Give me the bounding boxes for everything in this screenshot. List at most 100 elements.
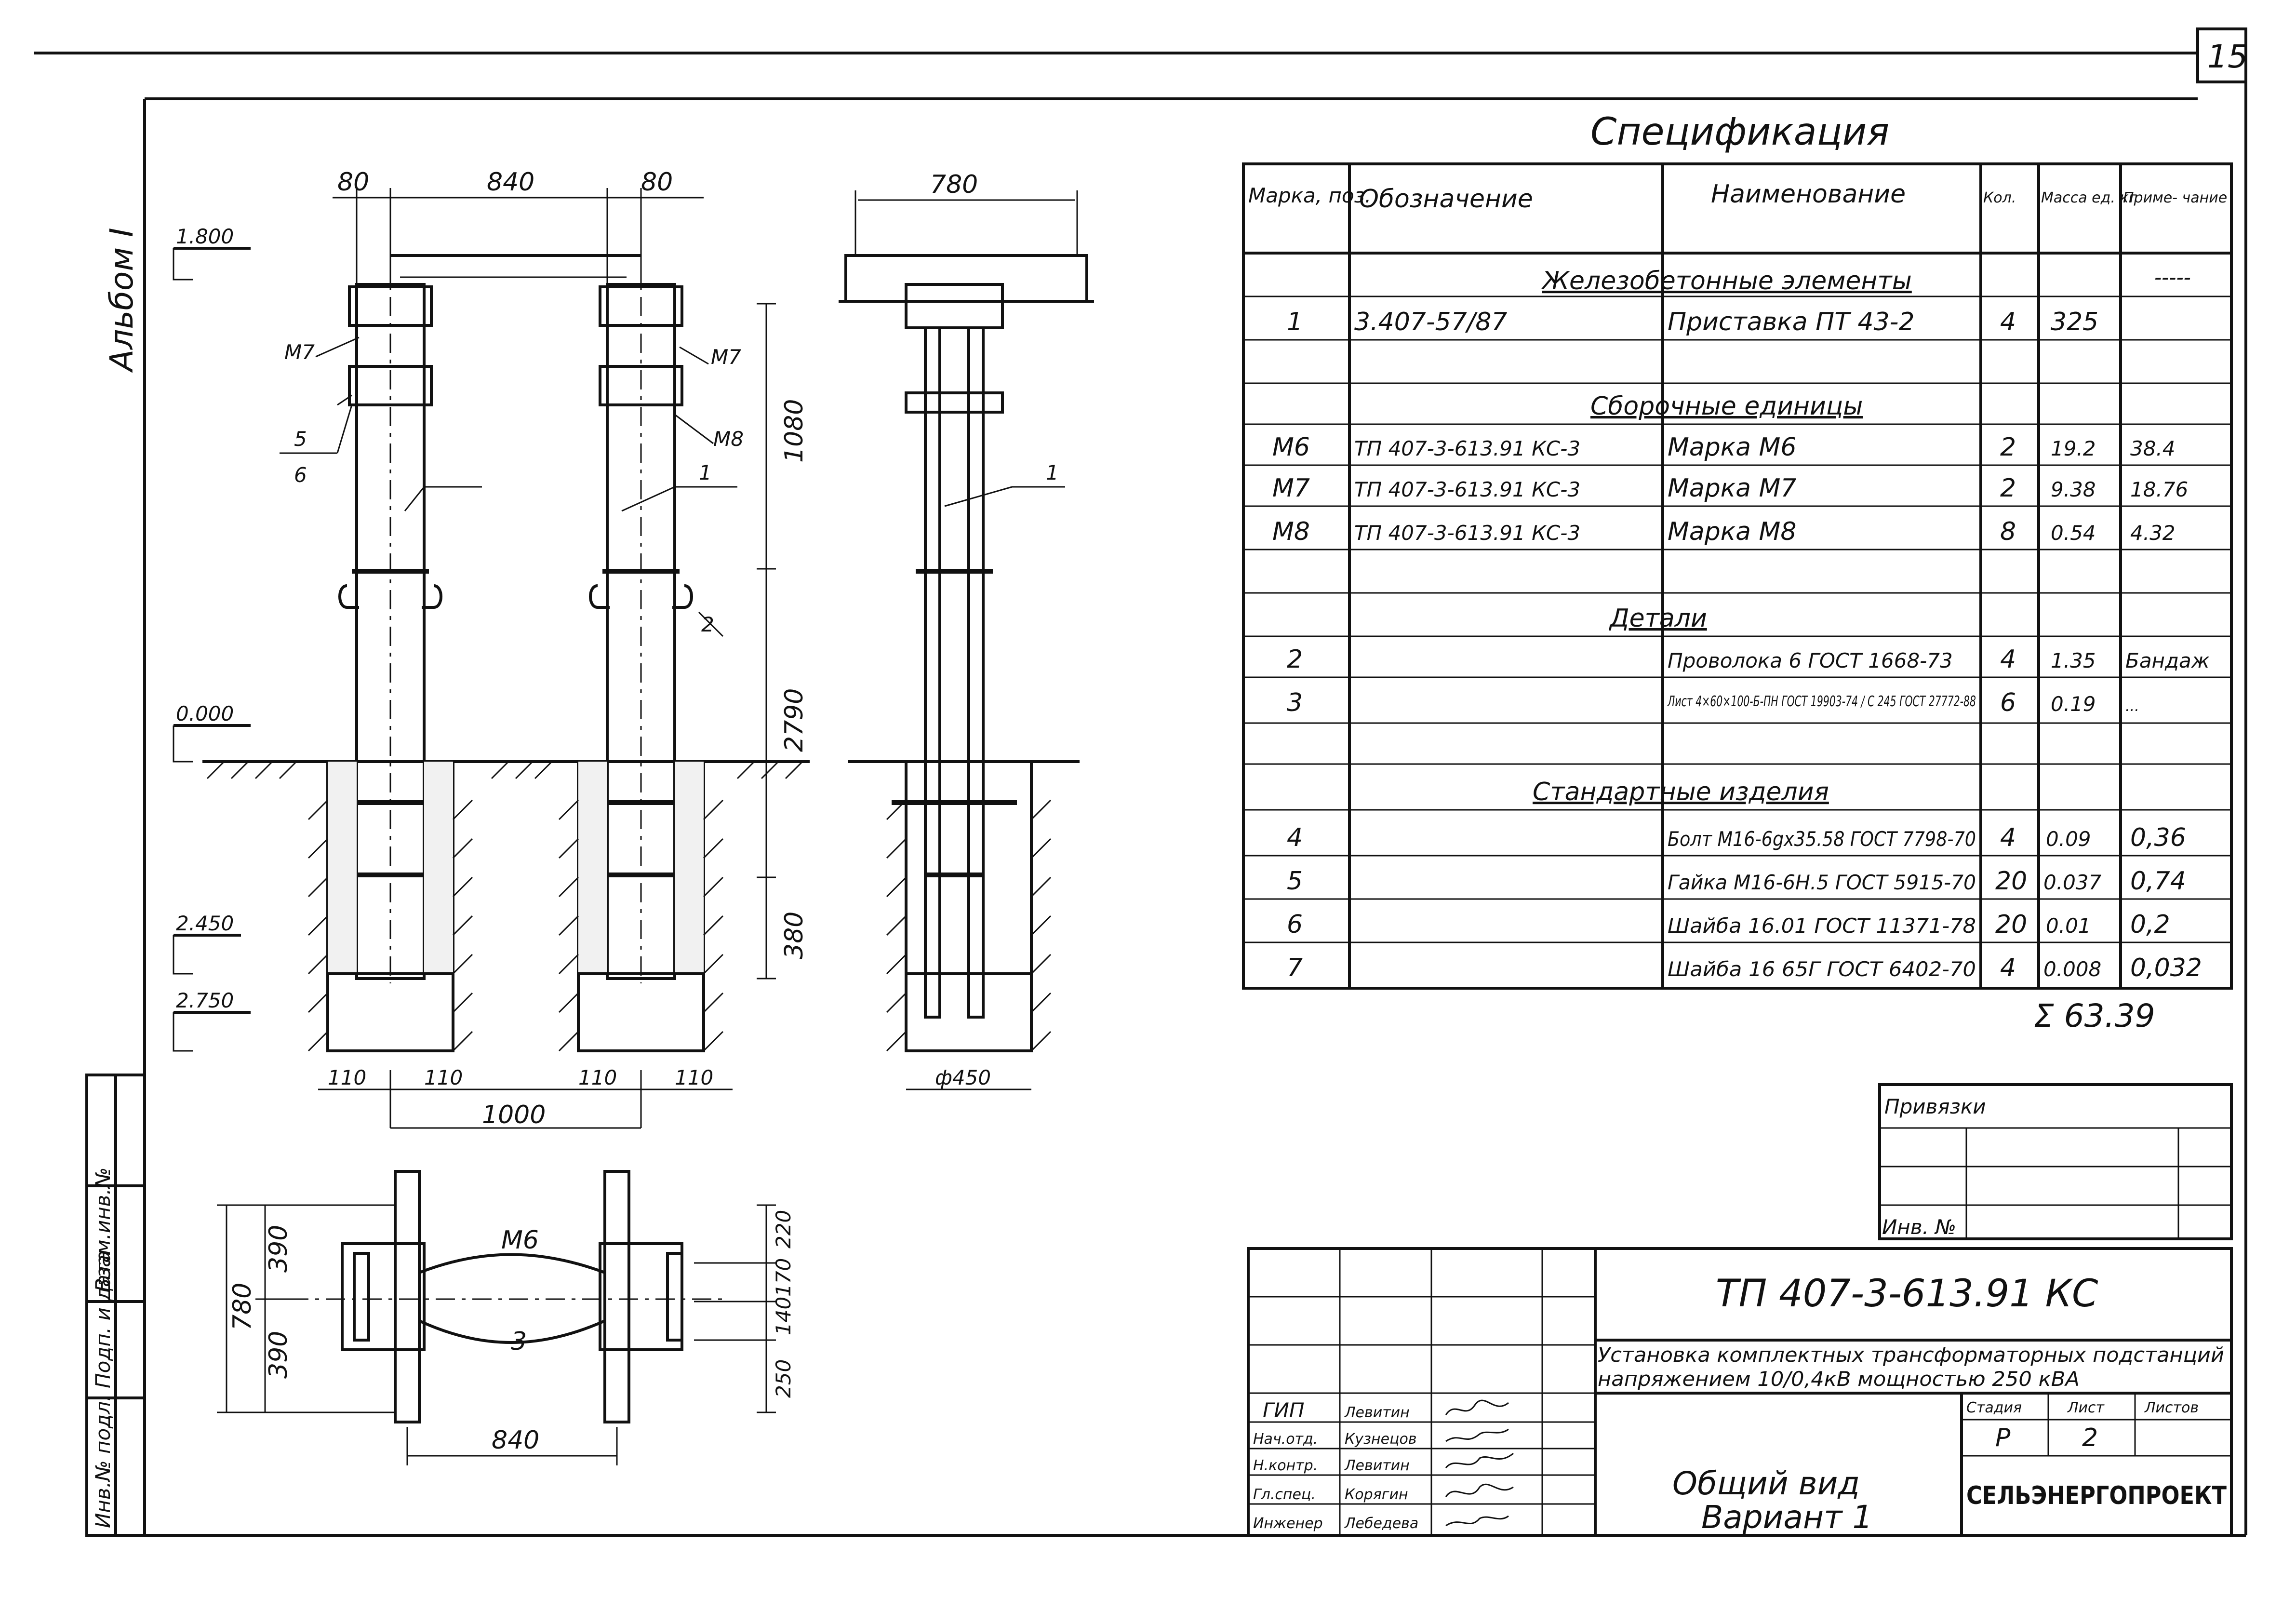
- callout-pos1-a: 1: [699, 461, 712, 484]
- tb-desc-1: Установка комплектных трансформаторных п…: [1598, 1343, 2224, 1367]
- spec-row-designation: ТП 407-3-613.91 КС-3: [1354, 437, 1580, 460]
- stamp-inv-podl: Инв.№ подл.: [91, 1395, 115, 1528]
- privyazki-inv: Инв. №: [1882, 1215, 1956, 1239]
- spec-row-mark: 2: [1287, 645, 1303, 674]
- spec-header-qty: Кол.: [1983, 189, 2016, 206]
- tb-view-title-1: Общий вид: [1672, 1465, 1860, 1502]
- spec-row-qty: 6: [2000, 688, 2016, 717]
- spec-row-qty: 4: [2000, 308, 2016, 336]
- dim-110-b: 110: [424, 1066, 463, 1089]
- spec-row-note: 0,032: [2130, 953, 2202, 982]
- title-block-grid: [1247, 1247, 2233, 1537]
- dim-2790: 2790: [780, 688, 809, 752]
- spec-row-mark: 4: [1287, 823, 1303, 852]
- spec-row-mass: 0.09: [2046, 827, 2091, 851]
- callout-m7-left: M7: [284, 340, 315, 364]
- ground-and-pits: [202, 760, 1080, 1052]
- spec-row-mass: 1.35: [2051, 649, 2096, 672]
- plan-dim-140: 140: [772, 1297, 795, 1335]
- dim-780-side: 780: [930, 170, 978, 199]
- elevation-dimensions: [318, 188, 1078, 1129]
- callout-pos1-b: 1: [1046, 461, 1059, 484]
- dim-1080: 1080: [780, 399, 809, 463]
- tb-name-5: Лебедева: [1344, 1515, 1418, 1532]
- spec-row-mass: 0.19: [2051, 692, 2096, 716]
- spec-row-note: 18.76: [2130, 478, 2188, 501]
- tb-role-inzhener: Инженер: [1253, 1515, 1323, 1532]
- plan-dim-390-b: 390: [264, 1331, 293, 1379]
- spec-row-mark: М7: [1272, 474, 1310, 503]
- album-label: Альбом I: [103, 228, 140, 373]
- spec-header-designation: Обозначение: [1359, 185, 1533, 214]
- spec-row-designation: ТП 407-3-613.91 КС-3: [1354, 521, 1580, 545]
- plan-dim-170: 170: [772, 1258, 795, 1297]
- spec-row-mark: 7: [1287, 953, 1303, 982]
- spec-total: Σ 63.39: [2034, 997, 2155, 1034]
- frame-top: [389, 254, 642, 287]
- stamp-vzam-inv: Взам.инв.№: [91, 1168, 115, 1292]
- spec-row-mass: 19.2: [2051, 437, 2096, 460]
- spec-row-name: Болт М16-6gx35.58 ГОСТ 7798-70: [1668, 827, 1976, 851]
- spec-row-qty: 20: [1995, 910, 2027, 939]
- plan-callout-m6: M6: [501, 1226, 539, 1255]
- tb-role-gip: ГИП: [1263, 1398, 1304, 1422]
- spec-row-name: Приставка ПТ 43-2: [1668, 308, 1915, 336]
- plan-callout-3: 3: [511, 1327, 527, 1356]
- plan-dim-220: 220: [772, 1210, 795, 1249]
- spec-row-qty: 20: [1995, 867, 2027, 896]
- tb-name-2: Кузнецов: [1345, 1431, 1417, 1448]
- privyazki-box: [1878, 1083, 2233, 1240]
- callout-pos5: 5: [294, 427, 307, 451]
- stamp-podp-data: Подп. и дата: [91, 1250, 115, 1388]
- level-marks: [173, 247, 251, 1052]
- spec-section-std: Стандартные изделия: [1533, 778, 1829, 806]
- spec-row-mark: 5: [1287, 867, 1303, 896]
- page-number: 15: [2207, 38, 2248, 75]
- spec-row-qty: 2: [2000, 433, 2016, 462]
- dim-840-top: 840: [487, 168, 534, 197]
- spec-header-name: Наименование: [1711, 180, 1906, 209]
- spec-row-note: 0,2: [2130, 910, 2170, 939]
- tb-view-title-2: Вариант 1: [1701, 1499, 1873, 1536]
- spec-row-name: Гайка М16-6Н.5 ГОСТ 5915-70: [1668, 871, 1976, 894]
- spec-grid: [1242, 162, 2233, 990]
- callout-pos6: 6: [294, 463, 307, 487]
- plan-view: [217, 1170, 776, 1465]
- spec-title: Спецификация: [1590, 110, 1889, 154]
- dim-110-d: 110: [675, 1066, 713, 1089]
- callout-pos2: 2: [701, 613, 714, 636]
- callout-m7-right: M7: [711, 345, 741, 369]
- spec-row-name: Проволока 6 ГОСТ 1668-73: [1668, 649, 1953, 672]
- spec-row-name: Шайба 16 65Г ГОСТ 6402-70: [1668, 957, 1976, 981]
- spec-section-asm: Сборочные единицы: [1590, 392, 1863, 421]
- spec-header-mass: Масса ед. кг: [2041, 189, 2136, 206]
- tb-role-gl-spec: Гл.спец.: [1253, 1486, 1316, 1503]
- spec-row-note: 0,36: [2130, 823, 2186, 852]
- spec-row-qty: 8: [2000, 517, 2016, 546]
- tb-role-n-kontr: Н.контр.: [1253, 1457, 1318, 1474]
- tb-role-nach-otd: Нач.отд.: [1253, 1431, 1318, 1448]
- elevation-callouts: [280, 336, 1065, 637]
- tb-name-4: Корягин: [1345, 1486, 1408, 1503]
- spec-row-name: Марка М6: [1668, 433, 1797, 462]
- spec-row-designation: 3.407-57/87: [1354, 308, 1507, 336]
- spec-row-name: Шайба 16.01 ГОСТ 11371-78: [1668, 914, 1976, 938]
- level-0000: 0.000: [176, 702, 234, 725]
- spec-row-qty: 4: [2000, 953, 2016, 982]
- spec-row-mark: 1: [1287, 308, 1303, 336]
- spec-row-qty: 4: [2000, 645, 2016, 674]
- spec-row-note: 38.4: [2130, 437, 2176, 460]
- spec-row-designation: ТП 407-3-613.91 КС-3: [1354, 478, 1580, 501]
- spec-row-0-note: -----: [2154, 266, 2191, 289]
- spec-row-name: Марка М7: [1668, 474, 1797, 503]
- dim-phi450: ф450: [935, 1066, 991, 1089]
- spec-row-mark: 6: [1287, 910, 1303, 939]
- tb-name-1: Левитин: [1344, 1404, 1410, 1421]
- plan-dim-390-a: 390: [264, 1225, 293, 1273]
- privyazki-title: Привязки: [1884, 1095, 1986, 1118]
- dim-380: 380: [780, 912, 809, 959]
- tb-org: СЕЛЬЭНЕРГОПРОЕКТ: [1966, 1481, 2227, 1510]
- dim-1000: 1000: [482, 1101, 546, 1129]
- spec-row-note: Бандаж: [2125, 649, 2210, 672]
